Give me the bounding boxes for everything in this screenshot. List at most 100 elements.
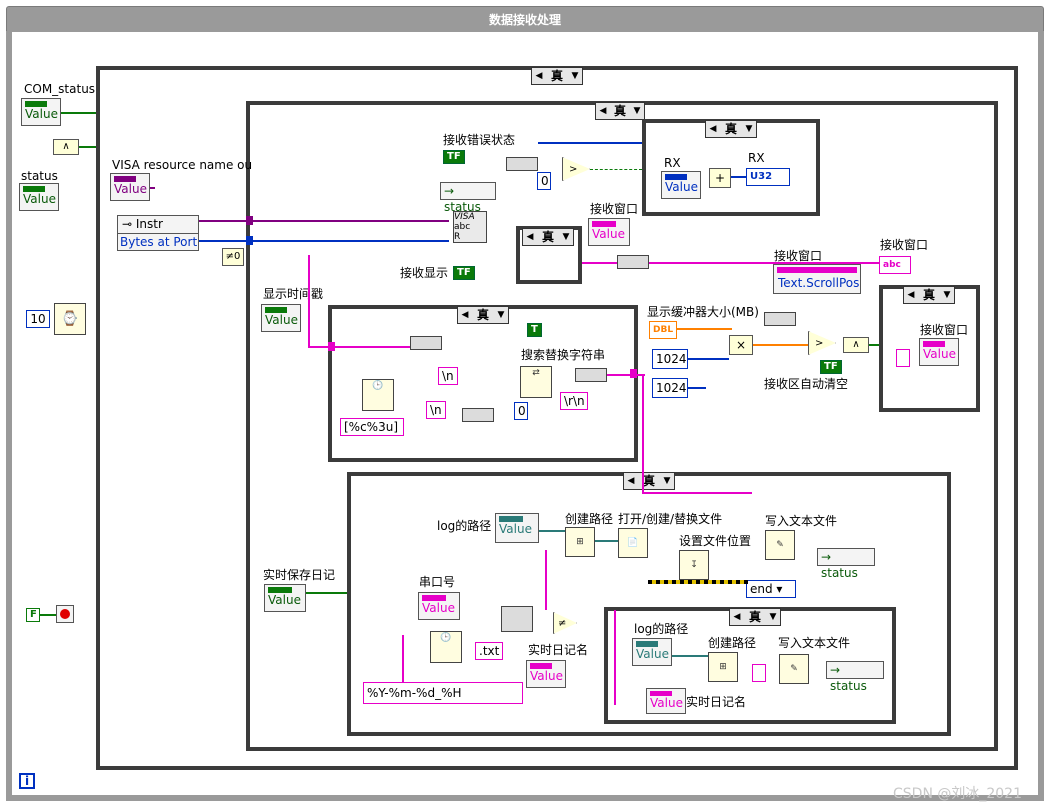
wait-ms-constant[interactable]: 10	[26, 310, 50, 328]
timestamp-case-selector[interactable]: ◀真▼	[457, 306, 509, 324]
build-path-icon[interactable]: ⊞	[708, 652, 738, 682]
wire	[308, 255, 310, 347]
wait-timer-icon[interactable]: ⌚	[54, 303, 86, 335]
selector-dropdown-icon[interactable]: ▼	[633, 106, 641, 116]
stop-false-constant[interactable]: F	[26, 608, 40, 622]
k1024-constant-2[interactable]: 1024	[652, 378, 688, 398]
com-status-label: COM_status	[24, 82, 96, 96]
build-path-label: 创建路径	[565, 512, 614, 526]
port-control[interactable]: Value	[418, 592, 460, 620]
recv-window-property-node[interactable]: Text.ScrollPos	[773, 264, 861, 294]
open-file-label: 打开/创建/替换文件	[618, 512, 723, 526]
watermark: CSDN @刘冰_2021	[893, 786, 1022, 802]
small-case-selector[interactable]: ◀真▼	[522, 228, 574, 246]
crlf-constant[interactable]: \r\n	[560, 392, 588, 410]
selector-left-arrow-icon[interactable]: ◀	[599, 106, 607, 116]
and-node[interactable]: ∧	[843, 337, 869, 353]
visa-read-node[interactable]: VISA abc R	[453, 211, 487, 243]
set-position-icon[interactable]: ↧	[679, 550, 709, 580]
write-text-icon[interactable]: ✎	[779, 654, 809, 684]
log-path-control[interactable]: Value	[632, 638, 672, 666]
log-path-control[interactable]: Value	[495, 513, 539, 543]
end-enum-constant[interactable]: end ▾	[746, 580, 796, 598]
realtime-save-control[interactable]: Value	[264, 584, 306, 612]
wire	[688, 387, 706, 389]
log-path-label: log的路径	[634, 622, 689, 636]
search-replace-icon[interactable]: ⇄	[520, 366, 552, 398]
rx-control[interactable]: Value	[661, 171, 701, 199]
wire	[731, 176, 746, 178]
visa-indicator-icon	[114, 176, 136, 182]
bool-indicator-icon	[23, 186, 45, 192]
buffer-size-dbl-control[interactable]: DBL	[649, 321, 677, 339]
rx-case-selector[interactable]: ◀真▼	[705, 120, 757, 138]
concat-node[interactable]	[410, 336, 442, 350]
wire	[642, 492, 752, 494]
rx-out-label: RX	[748, 151, 765, 165]
build-path-icon[interactable]: ⊞	[565, 527, 595, 557]
realtime-name-indicator: Value	[646, 688, 686, 714]
log-inner-case-selector[interactable]: ◀真▼	[729, 608, 781, 626]
clear-window-property[interactable]: Value	[919, 338, 959, 366]
selector-dropdown-icon[interactable]: ▼	[663, 476, 671, 486]
array-size-node[interactable]	[506, 157, 538, 171]
auto-clear-tf-constant[interactable]: TF	[820, 360, 842, 374]
and-node[interactable]: ∧	[53, 139, 79, 155]
selector-dropdown-icon[interactable]: ▼	[497, 310, 505, 320]
k1024-constant-1[interactable]: 1024	[652, 349, 688, 369]
format-time-icon[interactable]: 🕒	[362, 379, 394, 411]
string-constant[interactable]	[752, 664, 766, 682]
zero-constant[interactable]: 0	[537, 172, 551, 190]
string-length-node[interactable]	[764, 312, 796, 326]
txt-extension-constant[interactable]: .txt	[475, 642, 503, 660]
recv-display-tf-constant[interactable]: TF	[453, 266, 475, 280]
info-icon[interactable]: i	[19, 773, 35, 789]
not-equal-zero-node[interactable]: ≠0	[222, 248, 244, 266]
concat-node[interactable]	[462, 408, 494, 422]
true-constant[interactable]: T	[527, 323, 542, 337]
visa-property-node[interactable]: ⊸ Instr Bytes at Port	[117, 215, 199, 251]
window-title: 数据接收处理	[6, 6, 1044, 32]
error-status-unbundle[interactable]: → status	[440, 182, 496, 214]
clear-case-selector[interactable]: ◀真▼	[903, 286, 955, 304]
concat-node[interactable]	[501, 606, 533, 632]
error-status-tf-constant[interactable]: TF	[443, 150, 465, 164]
date-format-constant[interactable]: %Y-%m-%d_%H	[363, 682, 523, 704]
selector-left-arrow-icon[interactable]: ◀	[535, 71, 543, 81]
empty-string-constant[interactable]	[896, 349, 910, 367]
log-case-selector[interactable]: ◀真▼	[623, 472, 675, 490]
selector-dropdown-icon[interactable]: ▼	[745, 124, 753, 134]
format-time-icon[interactable]: 🕒	[430, 631, 462, 663]
while-loop-frame	[6, 31, 1044, 801]
status-control[interactable]: Value	[19, 183, 59, 211]
concat-node[interactable]	[617, 255, 649, 269]
status-indicator: → status	[826, 661, 884, 693]
time-format-constant[interactable]: [%c%3u]	[340, 418, 404, 436]
timestamp-control[interactable]: Value	[261, 304, 301, 332]
multiply-node[interactable]: ×	[729, 335, 753, 355]
selector-dropdown-icon[interactable]: ▼	[943, 290, 951, 300]
selector-dropdown-icon[interactable]: ▼	[769, 612, 777, 622]
wire	[199, 240, 449, 242]
concat-node[interactable]	[575, 368, 607, 382]
newline-constant-1[interactable]: \n	[438, 367, 458, 385]
wire	[688, 358, 729, 360]
stop-terminal-icon[interactable]	[56, 605, 74, 623]
open-file-icon[interactable]: 📄	[618, 528, 648, 558]
newline-constant-2[interactable]: \n	[426, 401, 446, 419]
realtime-name-control[interactable]: Value	[526, 660, 566, 688]
write-text-icon[interactable]: ✎	[765, 530, 795, 560]
wire	[607, 374, 645, 376]
zero-constant[interactable]: 0	[514, 402, 528, 420]
recv-window-control[interactable]: Value	[588, 218, 630, 246]
selector-dropdown-icon[interactable]: ▼	[571, 71, 579, 81]
outer-case-selector[interactable]: ◀真▼	[531, 67, 583, 85]
visa-resource-control[interactable]: Value	[110, 173, 150, 201]
com-status-control[interactable]: Value	[21, 98, 61, 126]
add-node[interactable]: +	[709, 168, 731, 188]
selector-dropdown-icon[interactable]: ▼	[562, 232, 570, 242]
inner-case-selector[interactable]: ◀真▼	[595, 102, 645, 120]
set-position-label: 设置文件位置	[679, 534, 752, 548]
wire	[150, 187, 155, 189]
wire	[61, 112, 96, 114]
